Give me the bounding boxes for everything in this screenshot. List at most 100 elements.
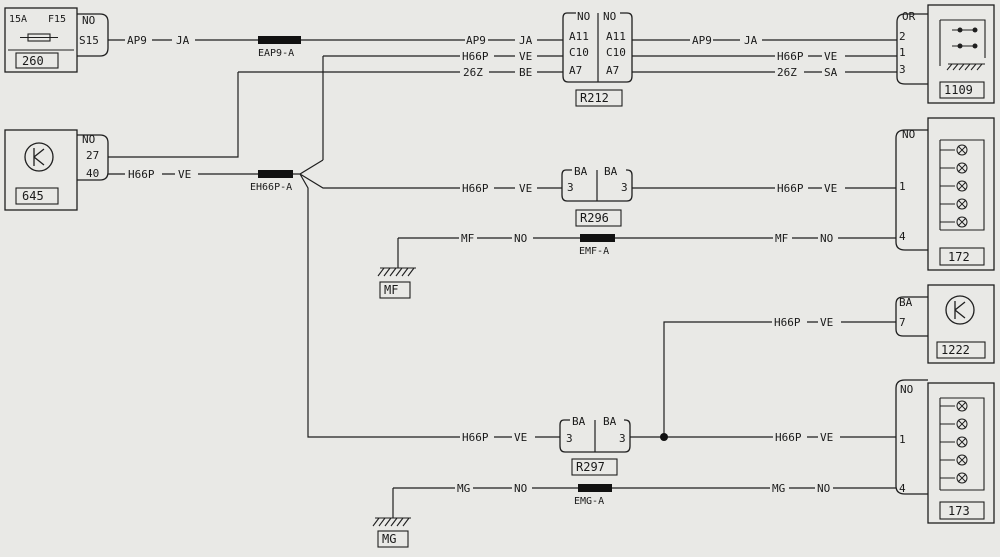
relay-symbol — [33, 148, 45, 166]
r297-right-conn: BA — [603, 415, 617, 428]
component-173-id: 173 — [948, 504, 970, 518]
wire-label-code: 26Z — [463, 66, 483, 79]
r297-left-conn: BA — [572, 415, 586, 428]
r212-pin-c10-left: C10 — [569, 46, 589, 59]
ground-icon — [377, 267, 416, 277]
r212-id: R212 — [580, 91, 609, 105]
wire-label-code: AP9 — [466, 34, 486, 47]
r212-pin-a11-left: A11 — [569, 30, 589, 43]
wire-label-color: NO — [817, 482, 830, 495]
wire-h66p-splice — [293, 159, 562, 438]
component-1109-id: 1109 — [944, 83, 973, 97]
splice-eh66p — [258, 170, 293, 178]
component-1109: OR 2 1 3 1109 — [896, 4, 995, 104]
switch-icon — [939, 19, 986, 71]
wire-label-color: VE — [178, 168, 191, 181]
component-1109-id-box — [939, 81, 985, 99]
component-1222-id-box — [936, 341, 986, 359]
component-645-id: 645 — [22, 189, 44, 203]
component-260-body — [4, 7, 78, 73]
r297-id: R297 — [576, 460, 605, 474]
splice-eap9 — [258, 36, 301, 44]
ground-mf-id: MF — [384, 283, 398, 297]
connector-r296: BA BA 3 3 R296 — [561, 165, 633, 227]
r296-id-box — [575, 209, 622, 227]
wire-label-code: H66P — [128, 168, 155, 181]
wire-h66p-top — [322, 55, 563, 160]
ground-mg-id-box — [377, 530, 409, 548]
component-1222-id: 1222 — [941, 343, 970, 357]
ground-mg-id: MG — [382, 532, 396, 546]
wire-label-color: VE — [514, 431, 527, 444]
wire-label-color: JA — [176, 34, 190, 47]
ground-mf-id-box — [379, 281, 411, 299]
r212-id-box — [575, 89, 623, 107]
component-172-id: 172 — [948, 250, 970, 264]
component-172-id-box — [939, 247, 985, 266]
wire-label-color: JA — [744, 34, 758, 47]
wire-h66p-1222 — [630, 321, 896, 438]
connector-260-label: NO — [82, 14, 95, 27]
splice-eap9-label: EAP9-A — [258, 48, 294, 59]
splice-emg-label: EMG-A — [574, 496, 604, 507]
r212-pin-a11-right: A11 — [606, 30, 626, 43]
r212-left-conn: NO — [577, 10, 590, 23]
wire-label-code: MF — [775, 232, 788, 245]
component-173-id-box — [939, 501, 985, 520]
pin-172-1: 1 — [899, 180, 906, 193]
wire-labels: AP9 JA AP9 JA H66P VE 26Z BE AP9 JA H66P… — [127, 34, 838, 495]
wire-label-code: H66P — [462, 431, 489, 444]
relay-icon — [945, 295, 975, 325]
r212-pin-a7-left: A7 — [569, 64, 582, 77]
lamp-group-icon — [939, 139, 985, 231]
ground-icon — [372, 517, 411, 527]
r296-right-conn: BA — [604, 165, 618, 178]
connector-1222-label: BA — [899, 296, 913, 309]
wire-label-color: NO — [514, 232, 527, 245]
wire-label-code: 26Z — [777, 66, 797, 79]
component-1222-connector — [895, 296, 928, 337]
r297-pin-left: 3 — [566, 432, 573, 445]
wire-label-code: H66P — [462, 50, 489, 63]
wire-label-color: VE — [519, 50, 532, 63]
component-172-body — [927, 117, 995, 271]
component-1109-body — [927, 4, 995, 104]
wire-label-color: VE — [824, 50, 837, 63]
r296-pin-left: 3 — [567, 181, 574, 194]
splice-emf-label: EMF-A — [579, 246, 609, 257]
pin-172-4: 4 — [899, 230, 906, 243]
connector-172-label: NO — [902, 128, 915, 141]
r296-left-conn: BA — [574, 165, 588, 178]
wire-26z-top — [108, 71, 563, 158]
splice-eh66p-label: EH66P-A — [250, 182, 292, 193]
wire-label-code: MF — [461, 232, 474, 245]
component-645: 645 NO 27 40 — [4, 129, 109, 211]
r296-id: R296 — [580, 211, 609, 225]
pin-1222-7: 7 — [899, 316, 906, 329]
component-260-connector — [77, 13, 109, 57]
wire-label-color: NO — [820, 232, 833, 245]
pin-173-1: 1 — [899, 433, 906, 446]
r297-pin-right: 3 — [619, 432, 626, 445]
wire-label-code: H66P — [462, 182, 489, 195]
component-645-id-box — [15, 187, 59, 205]
connector-645-label: NO — [82, 133, 95, 146]
component-260-id: 260 — [22, 54, 44, 68]
r212-right-conn: NO — [603, 10, 616, 23]
pin-1109-3: 3 — [899, 63, 906, 76]
r212-pin-a7-right: A7 — [606, 64, 619, 77]
wire-label-color: VE — [824, 182, 837, 195]
ground-mf: MF — [377, 238, 416, 299]
fuse-reference: F15 — [48, 14, 66, 25]
pin-1109-2: 2 — [899, 30, 906, 43]
wire-label-color: SA — [824, 66, 838, 79]
splice-emf — [580, 234, 615, 242]
wire-label-code: MG — [457, 482, 470, 495]
pin-1109-1: 1 — [899, 46, 906, 59]
r212-pin-c10-right: C10 — [606, 46, 626, 59]
wire-label-color: VE — [519, 182, 532, 195]
component-1222-body — [927, 284, 995, 364]
wire-label-color: NO — [514, 482, 527, 495]
wire-label-color: VE — [820, 316, 833, 329]
component-173-body — [927, 382, 995, 524]
